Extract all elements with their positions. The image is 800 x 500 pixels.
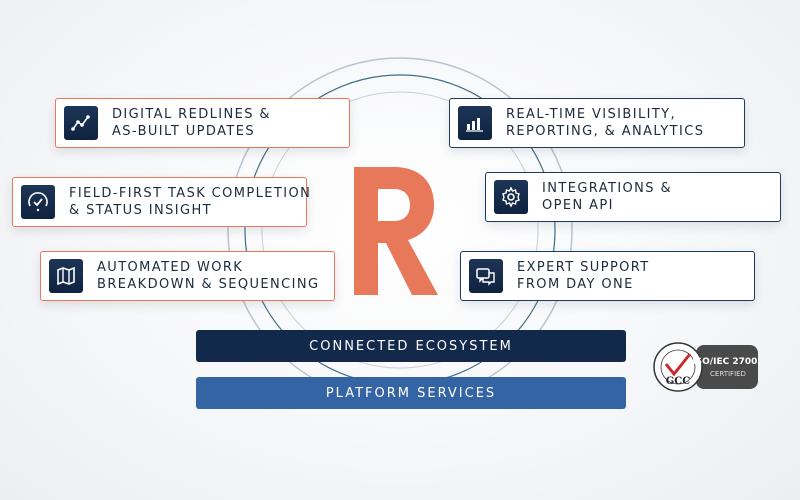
bar-chart-icon (458, 106, 492, 140)
feature-label: Real-Time Visibility,Reporting, & Analyt… (506, 107, 705, 139)
feature-label: Digital Redlines &As-Built Updates (112, 107, 271, 139)
gear-icon (494, 180, 528, 214)
line-chart-icon (64, 106, 98, 140)
chat-icon (469, 259, 503, 293)
badge-org-text: GCC (666, 376, 690, 387)
brand-r-logo (354, 167, 438, 295)
iso-certification-badge: GCC ISO/IEC 27001 CERTIFIED (653, 342, 760, 392)
feature-card-field-first: Field-First Task Completion& Status Insi… (12, 177, 310, 227)
feature-card-real-time-visibility: Real-Time Visibility,Reporting, & Analyt… (449, 98, 745, 148)
feature-card-expert-support: Expert SupportFrom Day One (460, 251, 755, 301)
feature-card-digital-redlines: Digital Redlines &As-Built Updates (55, 98, 350, 148)
feature-label: Expert SupportFrom Day One (517, 260, 650, 292)
feature-card-integrations: Integrations &Open API (485, 172, 781, 222)
platform-services-bar: PLATFORM SERVICES (196, 377, 626, 409)
badge-standard-text: ISO/IEC 27001 (692, 357, 760, 367)
map-icon (49, 259, 83, 293)
feature-label: Field-First Task Completion& Status Insi… (69, 186, 312, 218)
badge-status-text: CERTIFIED (710, 370, 746, 378)
connected-ecosystem-bar: CONNECTED ECOSYSTEM (196, 330, 626, 362)
check-gauge-icon (21, 185, 55, 219)
feature-label: Automated WorkBreakdown & Sequencing (97, 260, 320, 292)
feature-label: Integrations &Open API (542, 181, 673, 213)
feature-card-automated-work: Automated WorkBreakdown & Sequencing (40, 251, 335, 301)
